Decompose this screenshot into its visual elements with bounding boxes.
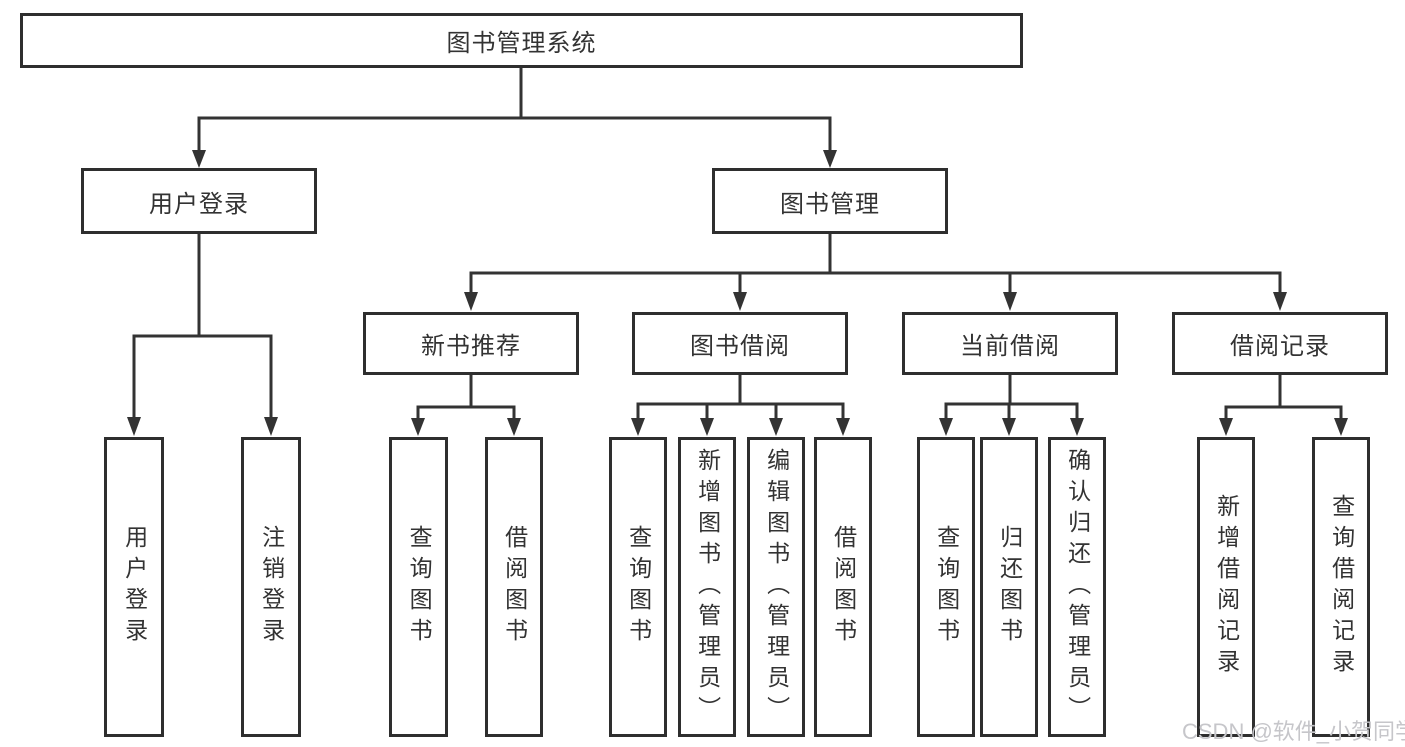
leaf-user-login: 用户登录 [104, 437, 164, 737]
branch-user-login: 用户登录 [81, 168, 317, 234]
leaf-borrow-query-books: 查询图书 [609, 437, 667, 737]
watermark: CSDN @软件_小贺同学 [1182, 719, 1405, 744]
leaf-current-return-books-label: 归还图书 [996, 525, 1023, 649]
leaf-borrow-edit-books-admin-label: 编辑图书（管理员） [763, 447, 790, 727]
branch-book-management-label: 图书管理 [780, 190, 880, 218]
leaf-logout-label: 注销登录 [258, 525, 285, 649]
leaf-borrow-query-books-label: 查询图书 [625, 525, 652, 649]
leaf-records-add-record: 新增借阅记录 [1197, 437, 1255, 737]
branch-user-login-label: 用户登录 [149, 190, 249, 218]
branch-borrow-records-label: 借阅记录 [1230, 333, 1330, 360]
branch-borrow-records: 借阅记录 [1172, 312, 1388, 375]
leaf-recommend-query-books-label: 查询图书 [406, 525, 433, 649]
leaf-borrow-add-books-admin-label: 新增图书（管理员） [694, 447, 721, 727]
leaf-current-query-books-label: 查询图书 [933, 525, 960, 649]
leaf-records-query-record-label: 查询借阅记录 [1328, 494, 1355, 680]
branch-book-borrow: 图书借阅 [632, 312, 848, 375]
branch-book-borrow-label: 图书借阅 [690, 333, 790, 360]
branch-current-borrow-label: 当前借阅 [960, 333, 1060, 360]
branch-new-book-recommend-label: 新书推荐 [421, 333, 521, 360]
branch-current-borrow: 当前借阅 [902, 312, 1118, 375]
leaf-borrow-edit-books-admin: 编辑图书（管理员） [747, 437, 805, 737]
leaf-records-query-record: 查询借阅记录 [1312, 437, 1370, 737]
leaf-logout: 注销登录 [241, 437, 301, 737]
leaf-borrow-borrow-books-label: 借阅图书 [830, 525, 857, 649]
leaf-current-query-books: 查询图书 [917, 437, 975, 737]
leaf-recommend-query-books: 查询图书 [389, 437, 448, 737]
leaf-current-confirm-return-admin-label: 确认归还（管理员） [1064, 447, 1091, 727]
leaf-current-confirm-return-admin: 确认归还（管理员） [1048, 437, 1106, 737]
leaf-recommend-borrow-books-label: 借阅图书 [501, 525, 528, 649]
branch-new-book-recommend: 新书推荐 [363, 312, 579, 375]
branch-book-management: 图书管理 [712, 168, 948, 234]
leaf-borrow-add-books-admin: 新增图书（管理员） [678, 437, 736, 737]
leaf-current-return-books: 归还图书 [980, 437, 1038, 737]
arrowhead-icons [127, 150, 1348, 436]
leaf-recommend-borrow-books: 借阅图书 [485, 437, 543, 737]
leaf-borrow-borrow-books: 借阅图书 [814, 437, 872, 737]
leaf-user-login-label: 用户登录 [121, 525, 148, 649]
leaf-records-add-record-label: 新增借阅记录 [1213, 494, 1240, 680]
root-node-label: 图书管理系统 [446, 30, 597, 57]
root-node: 图书管理系统 [20, 13, 1023, 68]
